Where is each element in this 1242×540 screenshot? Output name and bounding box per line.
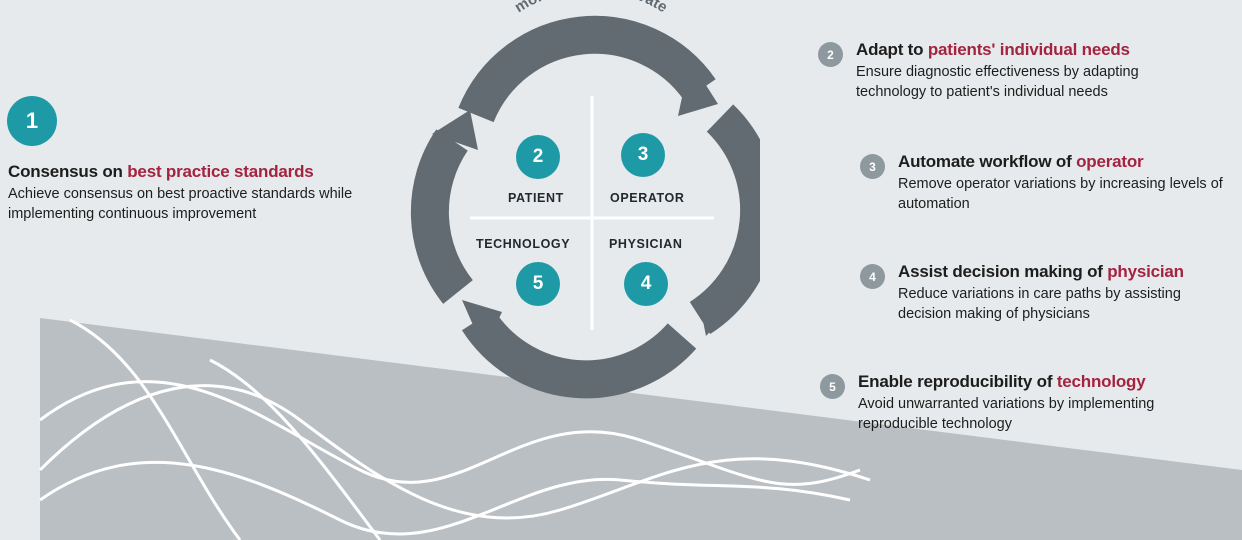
item-operator-title-highlight: operator — [1076, 152, 1144, 171]
step1-number-badge: 1 — [7, 96, 57, 146]
loop-label: monitor and innovate — [512, 0, 671, 16]
item-operator-description: Remove operator variations by increasing… — [898, 176, 1223, 212]
item-patient-description: Ensure diagnostic effectiveness by adapt… — [856, 64, 1139, 100]
step1-title-highlight: best practice standards — [127, 162, 314, 181]
quadrant-patient-number: 2 — [516, 135, 560, 179]
quadrant-divider — [470, 96, 714, 330]
step1-title-text: Consensus on — [8, 162, 128, 181]
arrowhead-top — [678, 60, 718, 116]
quadrant-technology-number: 5 — [516, 262, 560, 306]
item-technology-description: Avoid unwarranted variations by implemen… — [858, 396, 1155, 432]
item-physician-description: Reduce variations in care paths by assis… — [898, 286, 1181, 322]
quadrant-operator-label: OPERATOR — [610, 191, 685, 205]
item-technology-title-highlight: technology — [1056, 372, 1146, 391]
item-technology-number: 5 — [820, 374, 845, 399]
item-operator-title-text: Automate workflow of — [898, 152, 1077, 171]
item-physician-number: 4 — [860, 264, 885, 289]
item-technology-title-text: Enable reproducibility of — [858, 372, 1057, 391]
quadrant-physician-number: 4 — [624, 262, 668, 306]
quadrant-technology-label: TECHNOLOGY — [476, 237, 571, 251]
item-physician-title: Assist decision making of physician — [898, 262, 1184, 282]
arrowhead-left — [432, 110, 478, 150]
quadrant-physician-label: PHYSICIAN — [609, 237, 683, 251]
arrowhead-right — [698, 296, 740, 336]
item-patient-title-highlight: patients' individual needs — [927, 40, 1130, 59]
item-patient-title-text: Adapt to — [856, 40, 928, 59]
step1-title: Consensus on best practice standards — [8, 162, 314, 182]
item-physician-title-highlight: physician — [1107, 262, 1184, 281]
step1-description: Achieve consensus on best proactive stan… — [8, 186, 353, 222]
wave-lines — [38, 318, 871, 540]
item-physician-title-text: Assist decision making of — [898, 262, 1108, 281]
quadrant-operator-number: 3 — [621, 133, 665, 177]
cycle-arrowheads — [432, 60, 740, 350]
lower-band — [40, 318, 1242, 540]
item-operator-title: Automate workflow of operator — [898, 152, 1144, 172]
arrowhead-bottom — [462, 300, 502, 350]
item-patient-number: 2 — [818, 42, 843, 67]
item-technology-title: Enable reproducibility of technology — [858, 372, 1146, 392]
cycle-diagram: monitor and innovate — [410, 0, 760, 399]
item-operator-number: 3 — [860, 154, 885, 179]
cycle-arrows — [410, 15, 760, 399]
item-patient-title: Adapt to patients' individual needs — [856, 40, 1130, 60]
quadrant-patient-label: PATIENT — [508, 191, 564, 205]
